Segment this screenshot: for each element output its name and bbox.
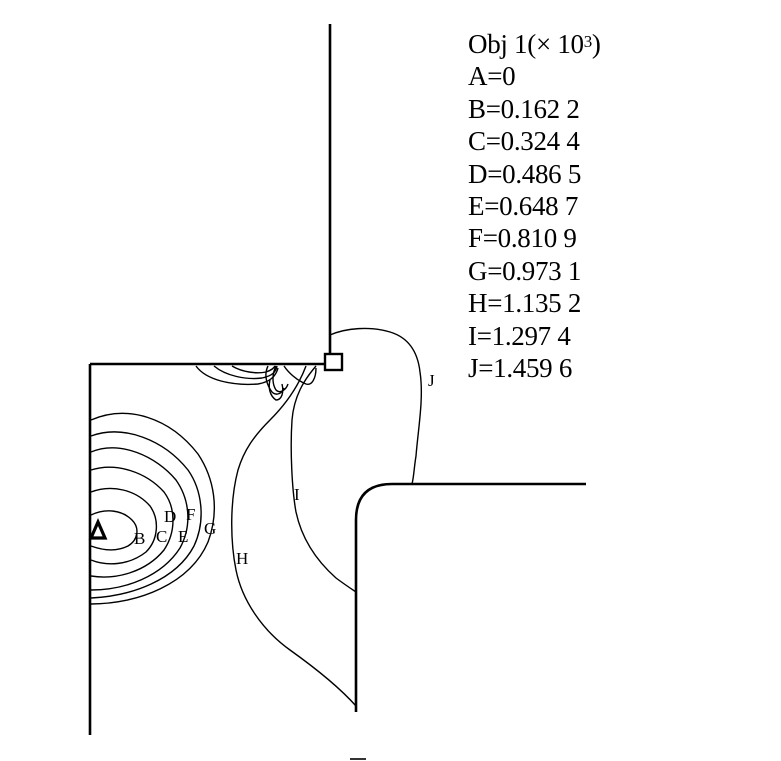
legend-title-exponent: 3 — [583, 32, 593, 51]
legend-level-H: H=1.135 2 — [468, 288, 582, 319]
contour-lines — [90, 327, 423, 707]
contour-top-small-5 — [272, 365, 289, 393]
legend-title-prefix: Obj 1(× 10 — [468, 29, 584, 59]
contour-line-J — [329, 327, 423, 485]
legend-level-A: A=0 — [468, 61, 516, 92]
contour-line-I — [290, 365, 357, 593]
right-die-profile — [354, 482, 586, 712]
contour-line-F — [90, 431, 202, 599]
legend-level-E: E=0.648 7 — [468, 191, 579, 222]
contour-label-I: I — [294, 485, 300, 504]
contour-line-G — [90, 412, 215, 605]
contour-top-small-2 — [213, 365, 278, 380]
contour-label-E: E — [178, 527, 188, 546]
legend-level-I: I=1.297 4 — [468, 320, 571, 351]
legend-level-J: J=1.459 6 — [468, 353, 573, 384]
legend-level-C: C=0.324 4 — [468, 126, 580, 157]
contour-top-small-4 — [265, 365, 285, 395]
contour-top-small-3 — [231, 365, 276, 374]
contour-label-F: F — [186, 505, 195, 524]
contour-legend: Obj 1(× 103) A=0 B=0.162 2 C=0.324 4 D=0… — [468, 28, 601, 384]
contour-top-small-1 — [195, 365, 279, 386]
contour-top-small-6 — [283, 365, 317, 385]
contour-line-E — [90, 447, 189, 591]
legend-level-G: G=0.973 1 — [468, 255, 582, 286]
legend-level-F: F=0.810 9 — [468, 223, 577, 254]
contour-line-C — [90, 487, 157, 565]
geometry-boundaries — [88, 24, 586, 760]
contour-label-D: D — [164, 507, 176, 526]
contour-label-H: H — [236, 549, 248, 568]
contour-label-J: J — [428, 371, 435, 390]
contour-label-G: G — [204, 519, 216, 538]
legend-level-B: B=0.162 2 — [468, 93, 580, 124]
contour-line-D — [90, 466, 174, 578]
contour-line-H — [231, 365, 357, 707]
contour-label-B: B — [134, 529, 145, 548]
contour-label-C: C — [156, 527, 167, 546]
contour-line-B — [90, 510, 138, 551]
legend-title: Obj 1(× 103) — [468, 28, 601, 60]
square-marker — [323, 352, 344, 372]
legend-title-suffix: ) — [591, 29, 601, 59]
triangle-marker — [88, 518, 108, 540]
legend-level-D: D=0.486 5 — [468, 158, 582, 189]
contour-labels: B C D E F G H I J — [134, 371, 435, 568]
contour-top-small-7 — [268, 379, 284, 401]
